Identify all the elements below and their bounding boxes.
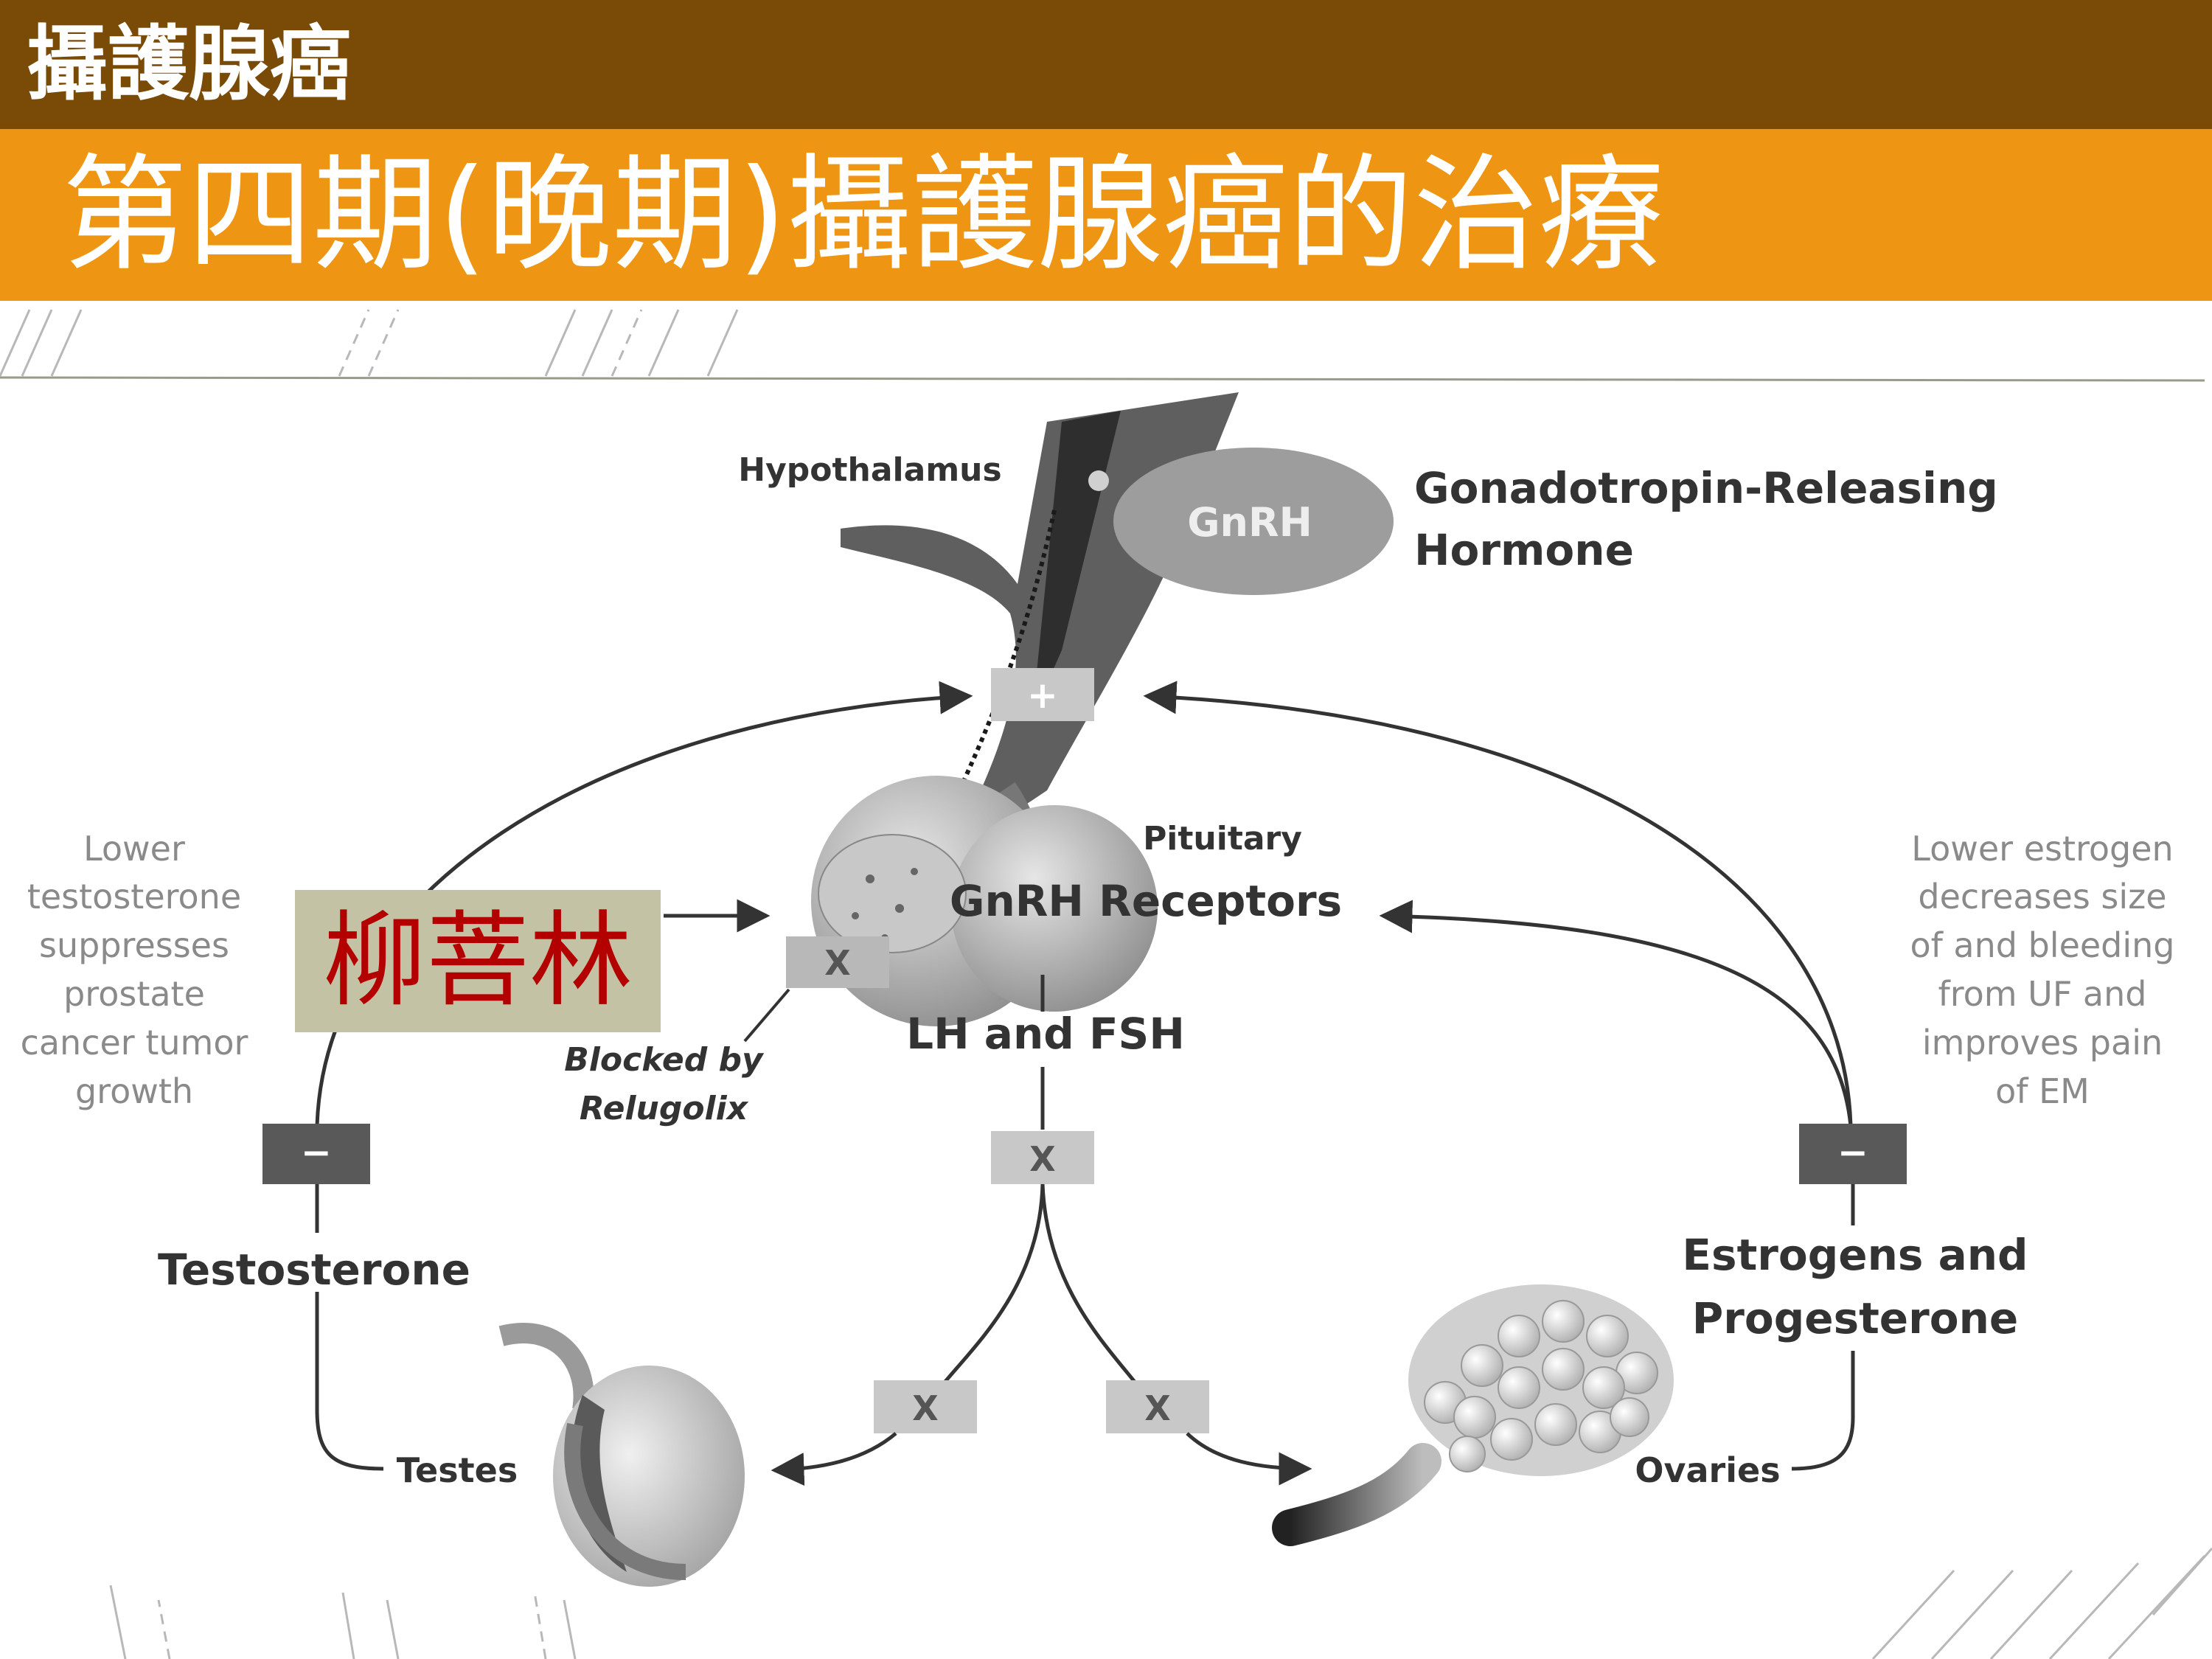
ovaries-block-box bbox=[1106, 1380, 1209, 1433]
blocked-by-line2: Relugolix bbox=[580, 1090, 749, 1127]
pituitary-label: Pituitary bbox=[1143, 820, 1302, 858]
estrogen-receptor-arrow bbox=[1379, 900, 1853, 1127]
right-effect-line-3: of and bleeding bbox=[1910, 925, 2174, 965]
lh-fsh-block-box bbox=[991, 1131, 1094, 1184]
section-label: 攝護腺癌 bbox=[27, 17, 351, 111]
ovaries-block-x: X bbox=[1144, 1388, 1170, 1428]
testes-illustration bbox=[498, 1323, 745, 1587]
left-effect-line-5: cancer tumor bbox=[21, 1023, 248, 1062]
gnrh-full-name-line2: Hormone bbox=[1414, 525, 1634, 575]
hpg-axis-diagram: GnRH + X X X X bbox=[21, 392, 2175, 1587]
receptor-block-box bbox=[786, 936, 889, 988]
left-effect-line-4: prostate bbox=[63, 974, 205, 1014]
stimulation-box bbox=[991, 668, 1094, 721]
right-minus: − bbox=[1837, 1131, 1868, 1174]
blocked-by-line1: Blocked by bbox=[564, 1041, 765, 1079]
slide-title: 第四期(晚期)攝護腺癌的治療 bbox=[62, 142, 1664, 288]
receptor-block-x: X bbox=[824, 943, 850, 983]
testosterone-line bbox=[315, 1292, 384, 1471]
drug-name-overlay: 柳菩林 bbox=[295, 890, 661, 1032]
lh-fsh-block-x: X bbox=[1029, 1139, 1055, 1179]
gnrh-receptors-label: GnRH Receptors bbox=[950, 876, 1342, 926]
right-inhibit-box bbox=[1799, 1124, 1907, 1184]
testes-block-box bbox=[874, 1380, 977, 1433]
plus-sign: + bbox=[1027, 674, 1058, 717]
left-effect-line-3: suppresses bbox=[39, 925, 229, 965]
right-effect-line-6: of EM bbox=[1995, 1071, 2090, 1111]
right-effect-line-5: improves pain bbox=[1922, 1023, 2163, 1062]
testes-label: Testes bbox=[397, 1450, 518, 1490]
drug-name-label: 柳菩林 bbox=[322, 900, 633, 1021]
right-effect-line-4: from UF and bbox=[1938, 974, 2147, 1014]
left-inhibit-box bbox=[262, 1124, 370, 1184]
left-effect-line-2: testosterone bbox=[27, 877, 241, 917]
gnrh-full-name-line1: Gonadotropin-Releasing bbox=[1414, 463, 1998, 513]
left-minus: − bbox=[301, 1131, 332, 1174]
right-effect-line-2: decreases size bbox=[1918, 877, 2166, 917]
blocked-pointer bbox=[743, 988, 790, 1043]
estrogens-label-line1: Estrogens and bbox=[1682, 1230, 2028, 1280]
right-feedback-arrow bbox=[1143, 681, 1853, 1127]
to-testes-arrow bbox=[771, 1432, 897, 1486]
ovary-illustration bbox=[1272, 1284, 1674, 1546]
section-header-bar: 攝護腺癌 bbox=[0, 0, 2212, 129]
left-effect-line-1: Lower bbox=[83, 829, 185, 869]
title-bar: 第四期(晚期)攝護腺癌的治療 bbox=[0, 129, 2212, 301]
testosterone-label: Testosterone bbox=[158, 1245, 470, 1295]
ovaries-label: Ovaries bbox=[1635, 1450, 1780, 1490]
gnrh-ellipse bbox=[1113, 448, 1394, 595]
right-effect-line-1: Lower estrogen bbox=[1911, 829, 2173, 869]
left-effect-line-6: growth bbox=[75, 1071, 193, 1111]
hypothalamus-label: Hypothalamus bbox=[738, 451, 1001, 489]
gnrh-badge-label: GnRH bbox=[1187, 499, 1312, 546]
lh-fsh-label: LH and FSH bbox=[906, 1009, 1185, 1059]
to-ovaries-arrow bbox=[1186, 1432, 1312, 1486]
estrogens-label-line2: Progesterone bbox=[1692, 1293, 2018, 1343]
estrogen-line bbox=[1791, 1351, 1855, 1471]
testes-block-x: X bbox=[912, 1388, 938, 1428]
